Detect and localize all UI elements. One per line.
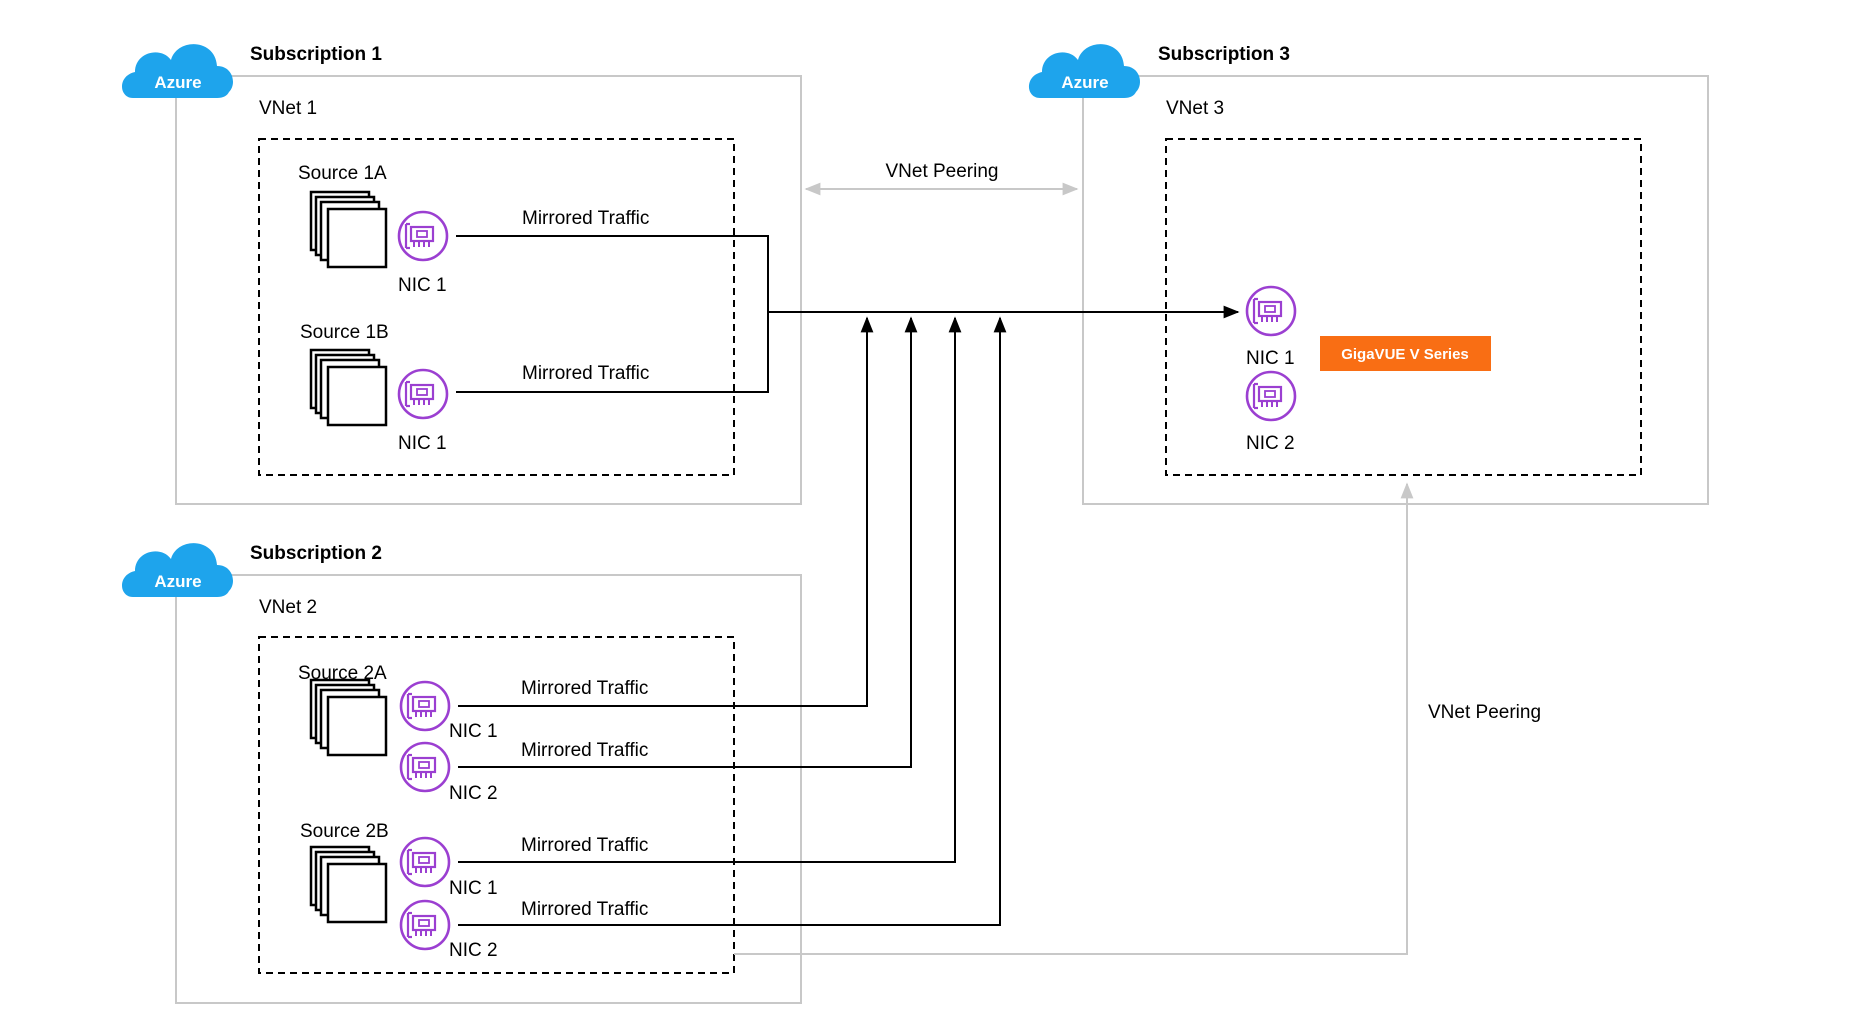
- source-2b-instances-icon: [309, 845, 388, 924]
- source-1a-instances-icon: [309, 190, 388, 269]
- svg-text:GigaVUE V Series: GigaVUE V Series: [1341, 346, 1469, 363]
- gigavue-nic1-icon: [1245, 285, 1297, 337]
- source-2b-label: Source 2B: [300, 821, 389, 842]
- vnet-3-box: [1165, 138, 1642, 476]
- gigavue-nic2-icon: [1245, 370, 1297, 422]
- source-2b-nic1-icon: [399, 836, 451, 888]
- mirror-line-1a: [456, 235, 769, 312]
- vnet-peering-right-label: VNet Peering: [1428, 702, 1541, 723]
- mirror-line-2a-nic2: [458, 316, 918, 768]
- mirror-line-2b-nic2: [458, 316, 1007, 926]
- mirror-line-2b-nic1: [458, 316, 962, 863]
- gigavue-nic2-label: NIC 2: [1246, 433, 1295, 454]
- source-2b-nic2-icon: [399, 899, 451, 951]
- source-2a-instances-icon: [309, 678, 388, 757]
- gigavue-badge: GigaVUE V Series: [1320, 336, 1491, 371]
- vnet-2-label: VNet 2: [259, 597, 317, 618]
- source-1a-nic1-label: NIC 1: [398, 275, 447, 296]
- gigavue-nic1-label: NIC 1: [1246, 348, 1295, 369]
- mirrored-traffic-2a-nic1: Mirrored Traffic: [521, 678, 648, 699]
- source-2a-nic1-label: NIC 1: [449, 721, 498, 742]
- mirrored-traffic-2b-nic2: Mirrored Traffic: [521, 899, 648, 920]
- source-2b-nic1-label: NIC 1: [449, 878, 498, 899]
- mirrored-traffic-2a-nic2: Mirrored Traffic: [521, 740, 648, 761]
- source-2a-nic2-label: NIC 2: [449, 783, 498, 804]
- source-2a-nic2-icon: [399, 741, 451, 793]
- mirrored-traffic-1b: Mirrored Traffic: [522, 363, 649, 384]
- source-1b-label: Source 1B: [300, 322, 389, 343]
- subscription-3-box: [1082, 75, 1709, 505]
- mirror-line-1b: [456, 312, 769, 393]
- source-2a-nic1-icon: [399, 680, 451, 732]
- vnet-2-box: [258, 636, 735, 974]
- mirrored-traffic-1a: Mirrored Traffic: [522, 208, 649, 229]
- source-1b-nic1-label: NIC 1: [398, 433, 447, 454]
- vnet-peering-right-line: [734, 482, 1414, 955]
- source-1b-instances-icon: [309, 348, 388, 427]
- subscription-2-box: [175, 574, 802, 1004]
- subscription-2-title: Subscription 2: [250, 543, 382, 564]
- source-1b-nic1-icon: [397, 368, 449, 420]
- subscription-1-box: [175, 75, 802, 505]
- svg-text:Azure: Azure: [154, 572, 201, 591]
- mirror-line-2a-nic1: [458, 316, 874, 707]
- svg-text:Azure: Azure: [154, 73, 201, 92]
- azure-cloud-icon-3: Azure: [1029, 44, 1140, 98]
- azure-cloud-icon-2: Azure: [122, 543, 233, 597]
- subscription-1-title: Subscription 1: [250, 44, 382, 65]
- vnet-peering-top-label: VNet Peering: [885, 161, 998, 182]
- source-2b-nic2-label: NIC 2: [449, 940, 498, 961]
- svg-text:Azure: Azure: [1061, 73, 1108, 92]
- source-1a-label: Source 1A: [298, 163, 387, 184]
- vnet-1-box: [258, 138, 735, 476]
- azure-cloud-icon-1: Azure: [122, 44, 233, 98]
- vnet-1-label: VNet 1: [259, 98, 317, 119]
- vnet-3-label: VNet 3: [1166, 98, 1224, 119]
- mirrored-traffic-2b-nic1: Mirrored Traffic: [521, 835, 648, 856]
- subscription-3-title: Subscription 3: [1158, 44, 1290, 65]
- source-1a-nic1-icon: [397, 210, 449, 262]
